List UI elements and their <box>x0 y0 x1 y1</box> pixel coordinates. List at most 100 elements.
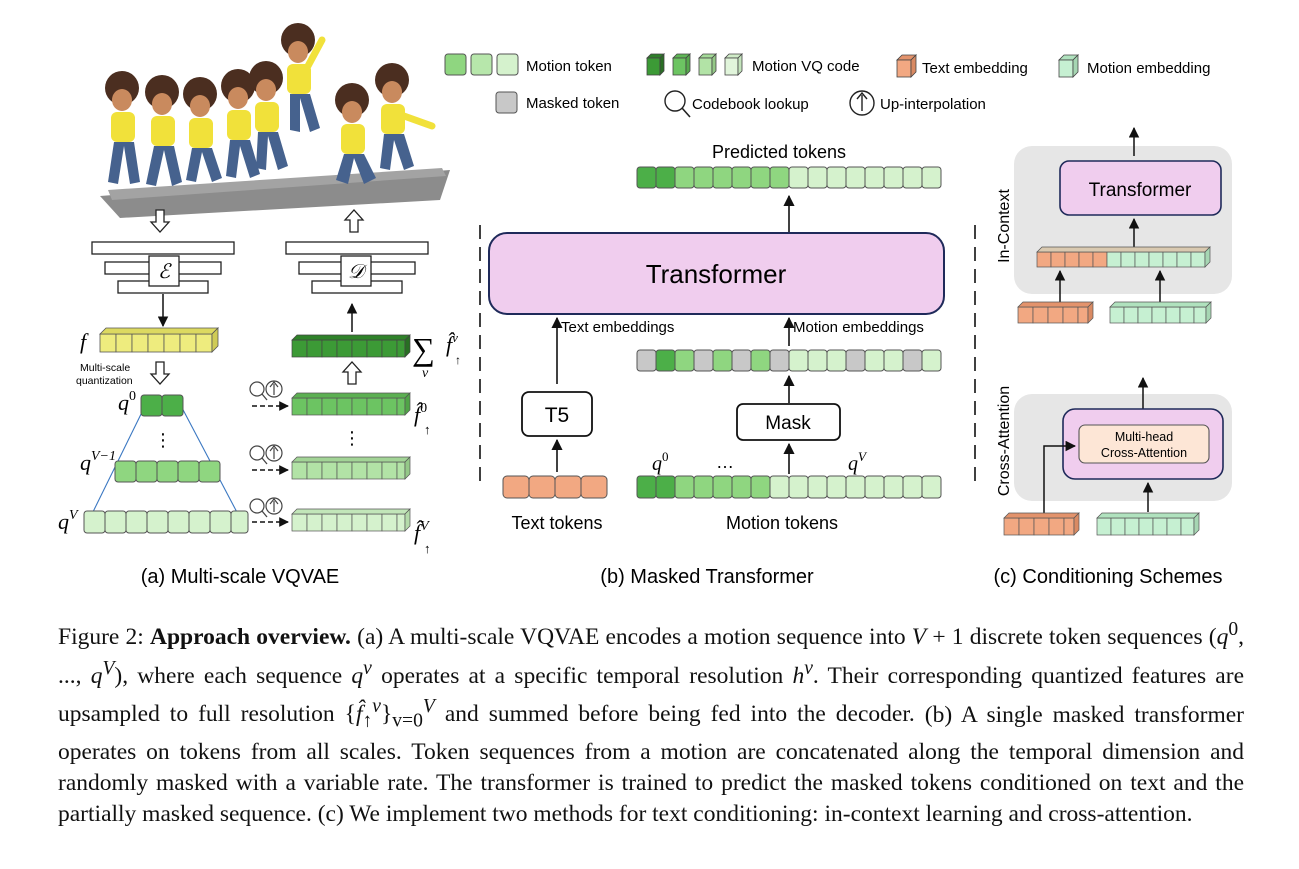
masked-sequence-row <box>636 349 942 372</box>
upsample-row-v <box>249 497 289 527</box>
cross-attention-text-embeddings <box>1003 512 1080 536</box>
in-context-label: In-Context <box>996 189 1013 263</box>
qv-minus-1-tokens <box>114 460 221 483</box>
decoder-symbol: 𝒟 <box>348 261 368 283</box>
motion-tokens-row <box>636 475 942 499</box>
qv-label: qV <box>848 449 868 475</box>
character-figure <box>249 61 288 170</box>
legend-motion-token: Motion token <box>526 58 612 75</box>
masked-token-swatch <box>495 91 518 114</box>
character-figure <box>375 63 436 170</box>
up-arrow-circle-icon <box>265 380 283 398</box>
sum-index: v <box>422 366 429 381</box>
caption-title: Approach overview. <box>150 623 351 650</box>
predicted-tokens-label: Predicted tokens <box>712 142 846 162</box>
mask-box <box>736 403 841 441</box>
legend-up-interpolation: Up-interpolation <box>880 96 986 113</box>
legend-codebook-lookup: Codebook lookup <box>692 96 809 113</box>
qv-minus-1-label: qV−1 <box>80 449 116 475</box>
mha-label-1: Multi-head <box>1115 430 1173 444</box>
text-embedding-cube <box>896 54 917 78</box>
panel-c-caption: (c) Conditioning Schemes <box>994 566 1223 588</box>
sum-fhat: f̂v <box>446 330 458 357</box>
decoder-block: 𝒟 <box>285 241 429 294</box>
in-context-motion-embeddings <box>1109 301 1212 324</box>
upsampled-f0-tokens <box>291 392 411 416</box>
qv-label: qV <box>58 508 79 534</box>
magnifier-icon <box>249 445 268 465</box>
figure-label: Figure 2: <box>58 623 144 650</box>
t5-label: T5 <box>545 404 570 427</box>
motion-embedding-cube <box>1058 54 1079 78</box>
in-context-text-embeddings <box>1017 301 1094 324</box>
text-tokens-label: Text tokens <box>511 513 602 533</box>
input-arrow-icon <box>149 209 171 233</box>
legend-masked-token: Masked token <box>526 95 619 112</box>
mask-label: Mask <box>765 413 811 434</box>
legend-motion-vq-code: Motion VQ code <box>752 58 860 75</box>
motion-token-swatches <box>444 53 519 76</box>
feature-f-tokens <box>99 327 219 353</box>
legend-motion-embedding: Motion embedding <box>1087 60 1210 77</box>
up-arrow-circle-icon <box>265 497 283 515</box>
fhat-0-sub: ↑ <box>424 422 431 437</box>
fhat-v-sub: ↑ <box>424 541 431 556</box>
encoder-symbol: ℰ <box>158 261 172 283</box>
motion-sequence-render <box>100 23 450 218</box>
f-label: f <box>80 329 89 354</box>
summed-feature-tokens <box>291 334 411 358</box>
panel-b-masked-transformer: Predicted tokens Transformer Text embedd… <box>488 142 945 588</box>
transformer-label: Transformer <box>1089 180 1192 201</box>
multihead-attention-box <box>1078 424 1210 464</box>
fhat-0-label: f̂0 <box>414 401 427 427</box>
upsampled-fv-tokens <box>291 508 411 532</box>
caption-a-text: (a) A multi-scale VQVAE encodes a motion… <box>58 619 1245 733</box>
quantization-label-2: quantization <box>76 375 133 387</box>
magnifier-icon <box>249 498 268 518</box>
up-arrow-circle-icon <box>849 90 875 116</box>
text-embeddings-label: Text embeddings <box>561 319 674 336</box>
q0-label: q0 <box>118 389 136 415</box>
transformer-box <box>488 232 945 315</box>
sum-arrow-icon <box>341 361 363 385</box>
cross-attention-label: Cross-Attention <box>996 386 1013 496</box>
motion-embeddings-label: Motion embeddings <box>793 319 924 336</box>
approach-overview-figure: Motion token Motion VQ code Text embeddi… <box>58 23 1232 588</box>
magnifier-icon <box>664 90 691 118</box>
t5-box <box>521 391 593 437</box>
transformer-box <box>1059 160 1222 216</box>
transformer-label: Transformer <box>646 259 787 289</box>
panel-c-conditioning-schemes: In-Context Transformer <box>994 126 1232 588</box>
character-figure <box>105 71 140 184</box>
character-figure <box>221 69 260 178</box>
motion-tokens-label: Motion tokens <box>726 513 838 533</box>
sum-fhat-sub: ↑ <box>455 353 461 367</box>
upsample-row-0 <box>249 380 289 411</box>
text-tokens-row <box>502 475 608 499</box>
quantize-arrow-icon <box>149 361 171 385</box>
q0-label: q0 <box>652 449 669 475</box>
upsample-row-v-minus-1 <box>249 444 289 475</box>
sum-symbol: ∑ <box>412 331 435 367</box>
motion-vq-code-cubes <box>646 53 743 76</box>
mha-label-2: Cross-Attention <box>1101 446 1187 460</box>
predicted-tokens-row <box>636 166 942 189</box>
qv-tokens <box>83 510 249 534</box>
up-arrow-circle-icon <box>265 444 283 462</box>
upsampled-fv-minus-1-tokens <box>291 456 411 480</box>
in-context-combined-embeddings <box>1036 246 1211 268</box>
caption-b-text: (b) A single masked transformer operates… <box>58 701 1245 828</box>
legend: Motion token Motion VQ code Text embeddi… <box>444 53 1210 118</box>
figure-caption: Figure 2: Approach overview. (a) A multi… <box>58 614 1244 830</box>
cross-attention-motion-embeddings <box>1096 512 1200 536</box>
ellipsis: … <box>716 452 734 472</box>
encoder-block: ℰ <box>91 241 235 294</box>
magnifier-icon <box>249 381 268 401</box>
character-figure <box>335 83 376 184</box>
panel-a-multiscale-vqvae: ℰ 𝒟 f Multi-scale quantization <box>58 23 461 588</box>
output-arrow-icon <box>343 209 365 233</box>
panel-b-caption: (b) Masked Transformer <box>600 566 814 588</box>
vertical-dots: ⋮ <box>343 428 361 448</box>
fhat-v-label: f̂V <box>414 519 430 545</box>
vertical-dots: ⋮ <box>154 430 172 450</box>
